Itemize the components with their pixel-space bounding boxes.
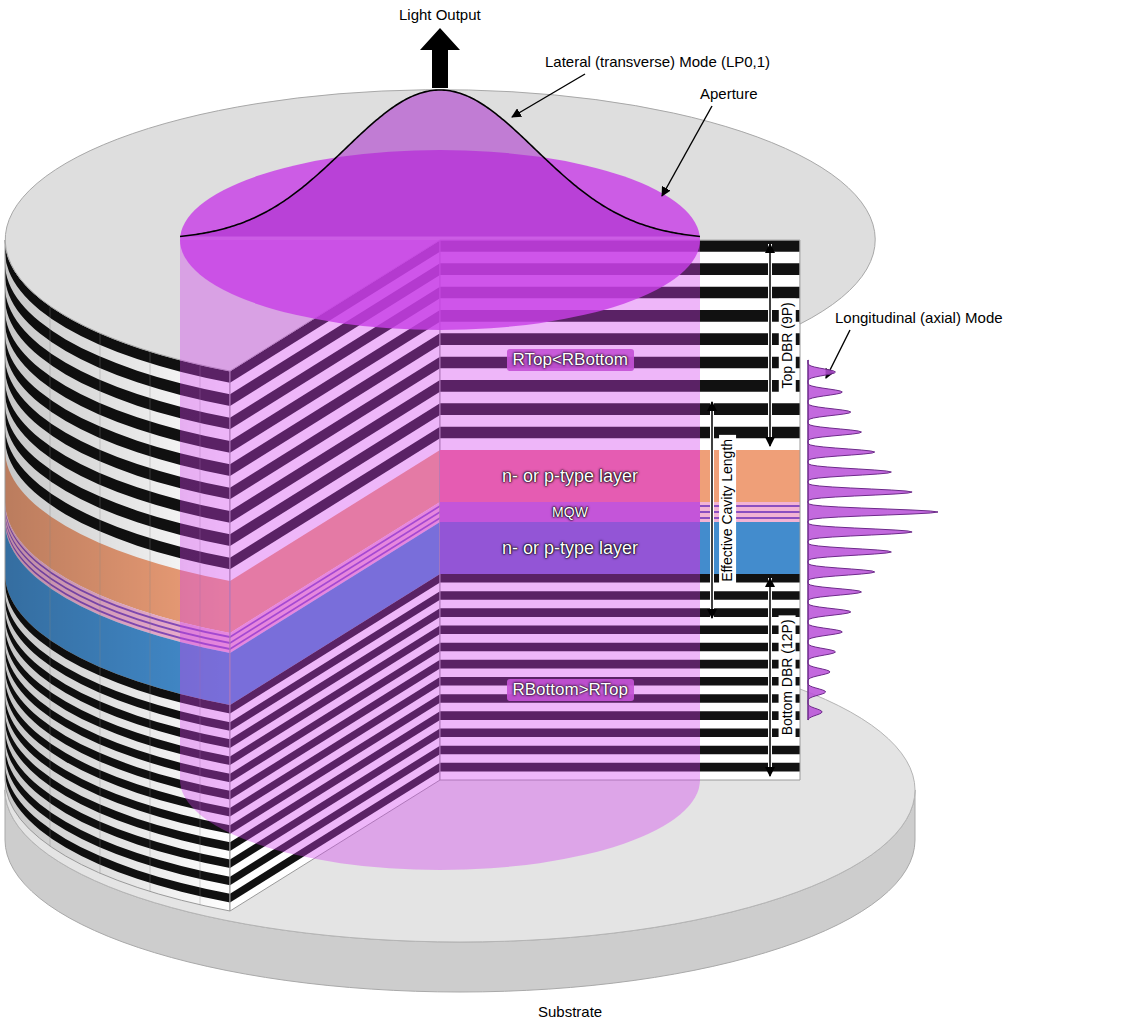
doped-layer [440, 450, 800, 502]
facet-edge [150, 352, 151, 892]
dimension-label: Top DBR (9P) [779, 298, 796, 392]
leader-line [662, 106, 712, 196]
dimension-arrow [769, 578, 771, 776]
facet-edge [50, 306, 51, 846]
leader-line [512, 74, 585, 117]
dimension-halo [768, 244, 772, 446]
reflectivity-note: RTop<RBottom [507, 349, 634, 371]
facet-edge [100, 334, 101, 874]
gaussian-fill [180, 90, 700, 236]
axial-mode-profile [808, 360, 938, 720]
output-arrow [420, 28, 460, 88]
callout-label: Longitudinal (axial) Mode [835, 309, 1003, 327]
doped-layer [440, 522, 800, 574]
callout-label: Lateral (transverse) Mode (LP0,1) [545, 53, 770, 71]
dimension-halo [710, 402, 714, 618]
output-label: Light Output [399, 6, 481, 24]
reflectivity-note: RBottom>RTop [507, 679, 634, 701]
layer-label: MQW [552, 504, 588, 520]
part-label: Substrate [538, 1003, 602, 1021]
gaussian-curve [180, 90, 700, 236]
callout-label: Aperture [700, 85, 758, 103]
mqw-layer-band: MQW [440, 502, 700, 522]
doped-layer-band: n- or p-type layer [440, 522, 700, 574]
layer-label: n- or p-type layer [502, 538, 638, 559]
doped-layer-band: n- or p-type layer [440, 450, 700, 502]
dimension-arrow [711, 402, 713, 618]
mqw-layer [440, 502, 800, 522]
dimension-halo [768, 578, 772, 776]
dimension-arrow [769, 244, 771, 446]
axial-mode-baseline [808, 360, 809, 720]
dimension-label: Effective Cavity Length [719, 434, 736, 585]
dimension-label: Bottom DBR (12P) [779, 615, 796, 739]
aperture-body [180, 240, 700, 870]
layer-label: n- or p-type layer [502, 466, 638, 487]
top-face [5, 90, 875, 371]
